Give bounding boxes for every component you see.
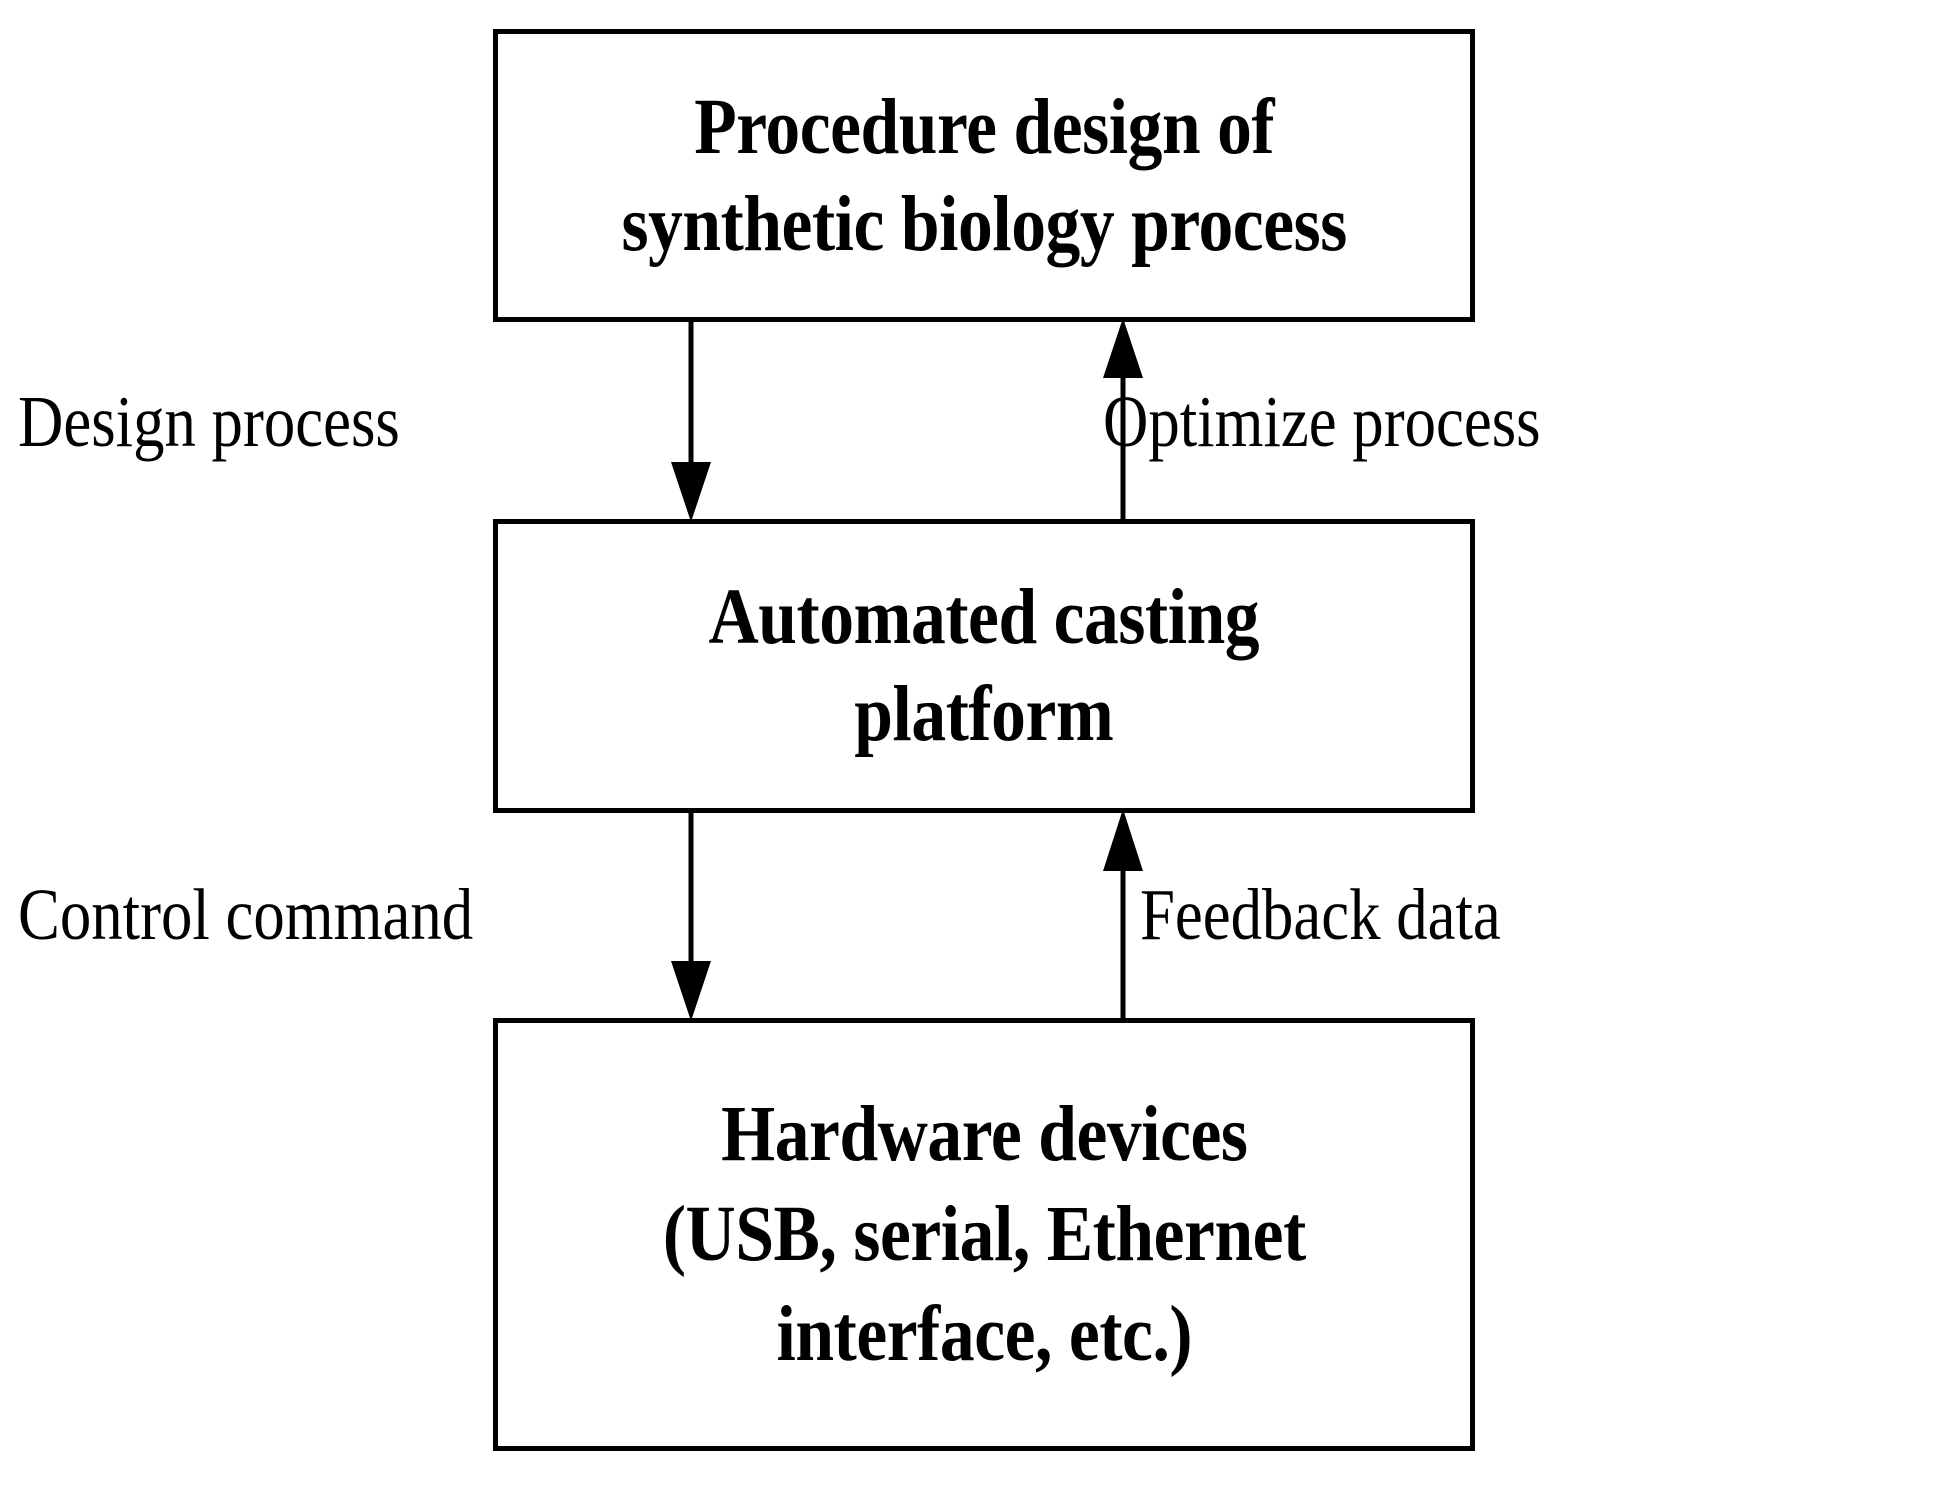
node-procedure-design-label: Procedure design of synthetic biology pr… <box>621 83 1347 268</box>
edge-label-design-process: Design process <box>18 381 400 462</box>
node-automated-casting-platform: Automated casting platform <box>493 519 1475 813</box>
edge-label-optimize-process: Optimize process <box>1103 381 1541 462</box>
node-hardware-devices-label: Hardware devices (USB, serial, Ethernet … <box>662 1090 1306 1378</box>
arrow-down-design-process-icon <box>671 318 711 522</box>
node-automated-casting-platform-label: Automated casting platform <box>708 574 1260 758</box>
arrow-up-optimize-process-icon <box>1103 318 1143 524</box>
node-hardware-devices: Hardware devices (USB, serial, Ethernet … <box>493 1018 1475 1451</box>
node-procedure-design: Procedure design of synthetic biology pr… <box>493 29 1475 322</box>
edge-label-feedback-data: Feedback data <box>1140 874 1501 955</box>
edge-label-control-command: Control command <box>18 874 474 955</box>
arrow-down-control-command-icon <box>671 809 711 1021</box>
arrow-up-feedback-data-icon <box>1103 809 1143 1023</box>
